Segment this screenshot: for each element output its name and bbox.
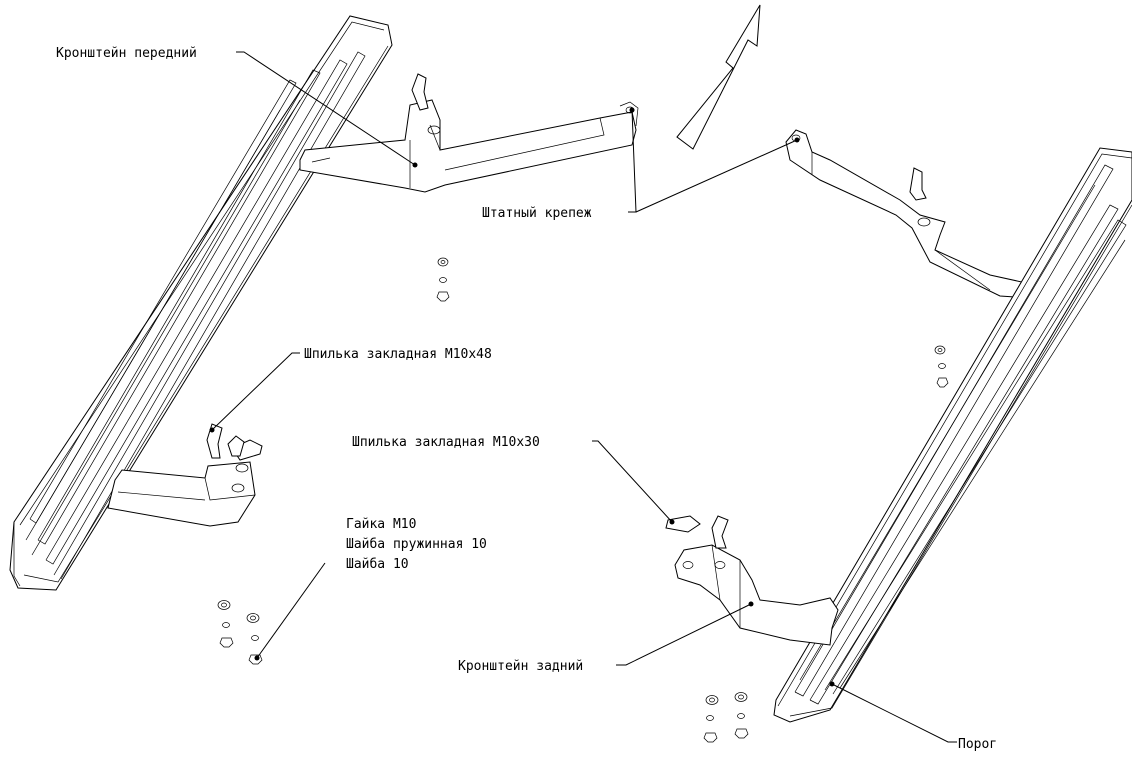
front-fastener-set <box>436 257 450 302</box>
right-sill-board <box>773 147 1132 723</box>
left-rear-bracket <box>107 423 263 527</box>
left-sill-board <box>9 15 393 591</box>
leader-lines <box>209 51 957 743</box>
label-sill: Порог <box>958 737 997 752</box>
label-front-bracket: Кронштейн передний <box>56 46 197 61</box>
rear-fastener-set-right <box>703 692 749 743</box>
front-fastener-set-right <box>934 345 949 388</box>
label-stud-m10x30: Шпилька закладная М10х30 <box>352 435 540 450</box>
label-washer-10: Шайба 10 <box>346 557 409 572</box>
label-spring-washer: Шайба пружинная 10 <box>346 537 487 552</box>
left-front-bracket <box>299 73 639 193</box>
right-rear-bracket <box>665 515 839 646</box>
label-stud-m10x48: Шпилька закладная М10х48 <box>304 347 492 362</box>
label-standard-fastener: Штатный крепеж <box>482 206 592 221</box>
label-rear-bracket: Кронштейн задний <box>458 659 583 674</box>
direction-arrow-icon <box>676 4 761 150</box>
right-front-bracket <box>785 129 1041 299</box>
label-nut-m10: Гайка М10 <box>346 517 416 532</box>
rear-fastener-set-left <box>217 600 263 665</box>
